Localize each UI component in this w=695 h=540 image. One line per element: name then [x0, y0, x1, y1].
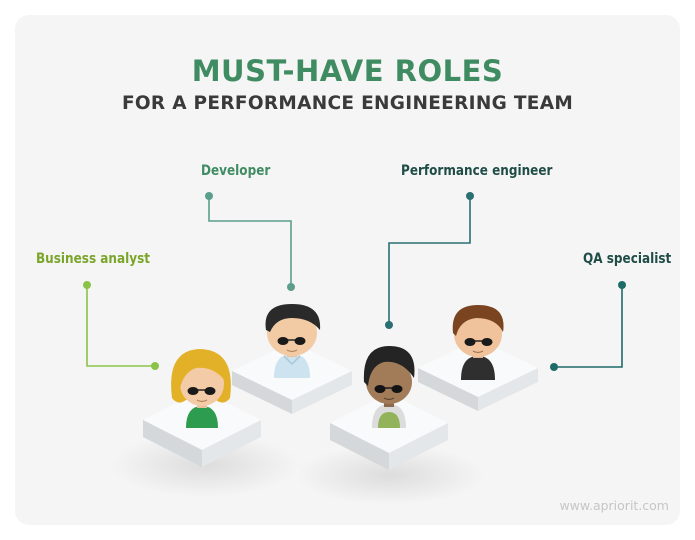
qa-specialist-avatar — [452, 305, 504, 380]
connector-dot-perf-top — [466, 192, 474, 200]
connector-dot-dev-end — [287, 283, 295, 291]
performance-engineer-avatar — [363, 346, 415, 428]
connector-business-analyst — [86, 286, 155, 367]
label-developer: Developer — [201, 163, 271, 179]
connector-dot-analyst-end — [151, 362, 159, 370]
diagram-subtitle: FOR A PERFORMANCE ENGINEERING TEAM — [121, 93, 574, 114]
developer-avatar — [265, 304, 321, 378]
connector-dot-qa-top — [618, 281, 626, 289]
label-qa-specialist: QA specialist — [583, 251, 672, 267]
platform-performance-engineer — [330, 393, 448, 470]
connector-dot-dev-top — [205, 192, 213, 200]
connector-developer — [208, 196, 292, 287]
label-business-analyst: Business analyst — [36, 251, 151, 267]
connector-dot-analyst-top — [83, 281, 91, 289]
connector-qa-specialist — [554, 285, 623, 368]
connector-dot-perf-end — [385, 321, 393, 329]
diagram-title: MUST-HAVE ROLES — [191, 54, 504, 88]
platform-analyst — [143, 390, 261, 467]
connector-performance-engineer — [388, 196, 471, 325]
business-analyst-avatar — [171, 349, 231, 428]
label-performance-engineer: Performance engineer — [401, 163, 553, 179]
watermark-url: www.apriorit.com — [559, 498, 669, 513]
connector-dot-qa-end — [550, 363, 558, 371]
